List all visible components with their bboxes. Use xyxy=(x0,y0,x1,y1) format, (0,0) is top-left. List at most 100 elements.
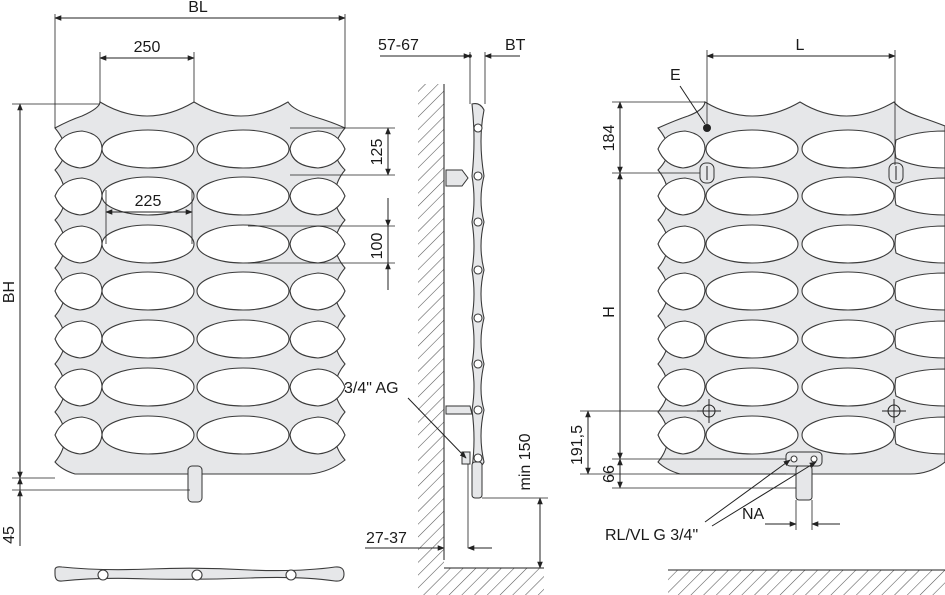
side-bracket-lower xyxy=(445,405,473,415)
right-half-hole xyxy=(894,416,945,455)
front-view: BL 250 125 225 100 BH 45 xyxy=(1,0,395,582)
right-half-hole xyxy=(894,177,945,216)
right-half-hole xyxy=(657,416,706,455)
front-hole xyxy=(101,319,195,359)
right-hole xyxy=(801,415,895,455)
front-top-bar-node xyxy=(285,569,297,581)
front-half-hole xyxy=(54,177,103,216)
dim-min-floor-label: min 150 xyxy=(517,433,534,490)
right-hole xyxy=(801,319,895,359)
front-holes xyxy=(54,129,346,455)
hub-pipe xyxy=(795,465,813,501)
right-half-hole xyxy=(657,320,706,359)
mount-lower-left xyxy=(697,399,721,423)
right-half-hole xyxy=(657,272,706,311)
side-nodes xyxy=(473,123,483,463)
front-hole xyxy=(196,271,290,311)
side-radiator-profile xyxy=(471,103,485,469)
right-half-hole xyxy=(894,225,945,264)
right-hole xyxy=(801,129,895,169)
front-half-hole xyxy=(289,416,346,455)
right-hole xyxy=(705,367,799,407)
front-hole xyxy=(196,415,290,455)
front-hole xyxy=(101,271,195,311)
dim-45-label: 45 xyxy=(1,526,18,544)
mount-lower-right xyxy=(882,399,906,423)
front-hole xyxy=(196,176,290,216)
dim-184-label: 184 xyxy=(601,125,618,152)
front-top-bar-node xyxy=(191,569,203,581)
dim-125-label: 125 xyxy=(369,139,386,166)
front-half-hole xyxy=(289,320,346,359)
front-hole xyxy=(101,367,195,407)
side-node xyxy=(473,217,483,227)
connection-view: E L 184 H xyxy=(569,37,945,595)
side-view: 57-67 BT 3/4" AG min 150 27-37 xyxy=(344,37,548,595)
right-hole xyxy=(705,224,799,264)
dim-100-label: 100 xyxy=(369,233,386,260)
right-half-hole xyxy=(894,368,945,407)
right-hole xyxy=(705,129,799,169)
connection-label: RL/VL G 3/4" xyxy=(605,527,698,544)
front-half-hole xyxy=(289,272,346,311)
front-half-hole xyxy=(289,177,346,216)
right-half-hole xyxy=(657,368,706,407)
front-hole xyxy=(196,367,290,407)
front-hole xyxy=(101,129,195,169)
dim-191-label: 191,5 xyxy=(569,425,586,465)
front-top-bar-node xyxy=(97,569,109,581)
right-holes xyxy=(657,129,945,455)
side-node xyxy=(473,123,483,133)
right-half-hole xyxy=(657,225,706,264)
side-node xyxy=(473,313,483,323)
front-half-hole xyxy=(54,225,103,264)
front-half-hole xyxy=(54,272,103,311)
front-half-hole xyxy=(289,225,346,264)
right-hole xyxy=(705,415,799,455)
dim-h-label: H xyxy=(601,306,618,318)
right-hole xyxy=(801,224,895,264)
dim-bh-label: BH xyxy=(1,281,18,303)
front-half-hole xyxy=(54,320,103,359)
thread-label: 3/4" AG xyxy=(344,380,399,397)
front-hole xyxy=(101,415,195,455)
side-node xyxy=(473,453,483,463)
side-node xyxy=(473,171,483,181)
dim-depth-label: BT xyxy=(505,37,526,54)
right-half-hole xyxy=(894,320,945,359)
dim-na-label: NA xyxy=(742,506,765,523)
right-hole xyxy=(801,367,895,407)
thread-leader xyxy=(407,397,467,459)
right-hole xyxy=(705,319,799,359)
right-hole xyxy=(705,176,799,216)
connection-leader-1 xyxy=(704,459,791,523)
wall-hatch xyxy=(418,84,444,595)
front-hole xyxy=(101,224,195,264)
front-hole xyxy=(196,224,290,264)
front-half-hole xyxy=(54,368,103,407)
floor-hatch xyxy=(444,568,544,595)
connection-leader-2 xyxy=(711,461,817,527)
dim-66-label: 66 xyxy=(601,465,618,483)
dim-225-label: 225 xyxy=(135,193,162,210)
front-half-hole xyxy=(289,130,346,169)
right-half-hole xyxy=(894,272,945,311)
right-hole xyxy=(705,271,799,311)
front-hole xyxy=(196,319,290,359)
side-node xyxy=(473,265,483,275)
front-half-hole xyxy=(54,416,103,455)
front-connection-stub xyxy=(187,465,203,503)
front-half-hole xyxy=(289,368,346,407)
right-hole xyxy=(801,176,895,216)
side-connection-pipe xyxy=(471,461,483,499)
side-node xyxy=(473,359,483,369)
vent-label: E xyxy=(670,67,681,84)
right-half-hole xyxy=(657,177,706,216)
side-bracket-upper xyxy=(445,169,469,187)
right-half-hole xyxy=(657,130,706,169)
front-half-hole xyxy=(54,130,103,169)
dim-bl-label: BL xyxy=(188,0,208,16)
dim-wall-clearance-label: 27-37 xyxy=(366,530,407,547)
right-floor-hatch xyxy=(668,570,945,595)
